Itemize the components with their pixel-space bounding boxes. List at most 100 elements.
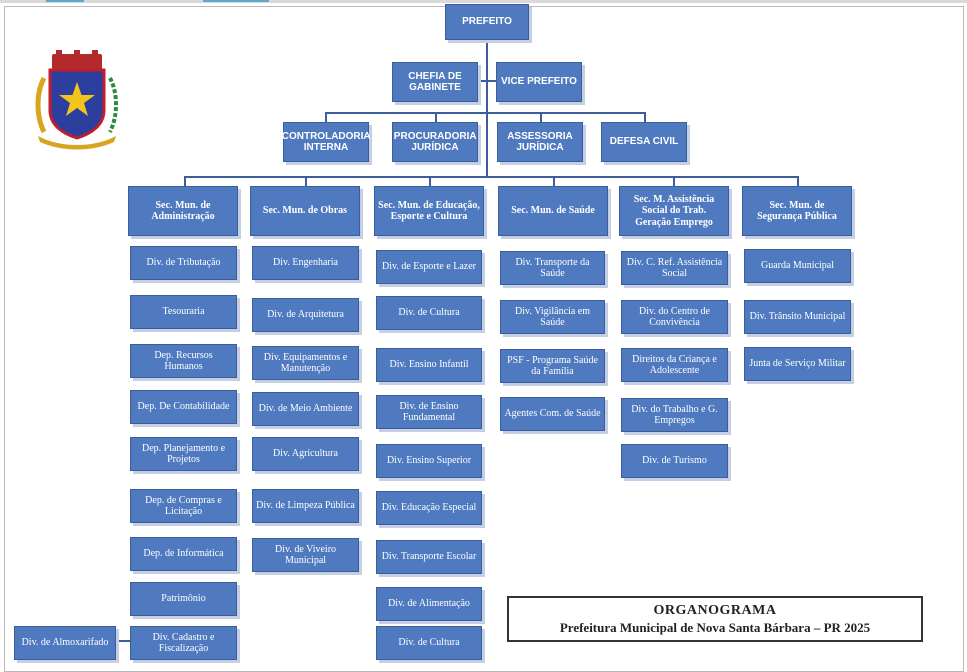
secretariat-header: Sec. M. Assistência Social do Trab. Gera… [619,186,729,236]
vice-mayor-label: VICE PREFEITO [501,76,577,88]
division-box: Tesouraria [130,295,237,329]
division-box: Dep. de Informática [130,537,237,571]
division-label: Div. de Esporte e Lazer [381,261,477,273]
division-box: Div. Transporte da Saúde [500,251,605,285]
division-label: Div. C. Ref. Assistência Social [626,256,723,280]
division-box: Agentes Com. de Saúde [500,397,605,431]
division-box: Div. Trânsito Municipal [744,300,851,334]
division-label: Dep. De Contabilidade [137,401,230,413]
connector-cabinet [478,80,496,82]
cabinet-label: CHEFIA DE GABINETE [408,70,462,94]
division-label: Tesouraria [162,306,205,318]
mayor-label: PREFEITO [462,16,512,28]
secretariat-label: Sec. M. Assistência Social do Trab. Gera… [633,193,715,228]
division-label: Junta de Serviço Militar [749,358,846,370]
division-box: Div. Agricultura [252,437,359,471]
division-box: Div. de Cultura [376,626,482,660]
connector-sec-4 [553,176,555,186]
secretariat-label: Sec. Mun. de Obras [262,205,348,217]
connector-sec-2 [305,176,307,186]
division-box: Junta de Serviço Militar [744,347,851,381]
division-box: Div. Educação Especial [376,491,482,525]
connector-sec-1 [184,176,186,186]
advisory-box: CONTROLADORIA INTERNA [282,122,371,162]
division-label: Div. Ensino Superior [386,455,472,467]
division-label: Div. de Limpeza Pública [256,500,355,512]
secretariat-label: Sec. Mun. de Educação, Esporte e Cultura [378,199,480,223]
division-box: Div. de Ensino Fundamental [376,395,482,429]
division-box: Dep. Recursos Humanos [130,344,237,378]
division-box: Direitos da Criança e Adolescente [621,348,728,382]
secretariat-header: Sec. Mun. de Segurança Pública [742,186,852,236]
coat-of-arms-icon [35,50,118,150]
division-box: Div. de Tributação [130,246,237,280]
secretariat-label: Sec. Mun. de Administração [151,199,215,223]
division-box: Patrimônio [130,582,237,616]
division-label: Div. Equipamentos e Manutenção [263,351,348,375]
division-label: Div. de Viveiro Municipal [274,543,337,567]
division-box: Div. Ensino Infantil [376,348,482,382]
division-label: Div. Transporte da Saúde [515,256,590,280]
division-box: Div. Transporte Escolar [376,540,482,574]
division-label: Div. de Cultura [398,307,460,319]
division-box: Div. de Alimentação [376,587,482,621]
division-box: Guarda Municipal [744,249,851,283]
connector-advisory-3 [540,112,542,122]
division-label: Guarda Municipal [760,260,835,272]
division-label: Div. Engenharia [273,257,338,269]
vice-mayor-box: VICE PREFEITO [496,62,582,102]
division-label: Div. Cadastro e Fiscalização [152,631,215,655]
division-label: Dep. de Informática [143,548,224,560]
division-box: Div. de Limpeza Pública [252,489,359,523]
division-label: Div. de Alimentação [388,598,470,610]
division-box: Div. do Centro de Convivência [621,300,728,334]
division-label: Div. de Arquitetura [267,309,344,321]
top-accent-left [46,0,84,2]
division-label: Dep. Planejamento e Projetos [141,442,226,466]
division-box: Div. de Almoxarifado [14,626,116,660]
division-label: Div. Vigilância em Saúde [515,305,590,329]
division-label: Direitos da Criança e Adolescente [632,353,717,377]
connector-advisory-1 [325,112,327,122]
page-frame [4,6,964,672]
division-label: Div. Trânsito Municipal [749,311,846,323]
division-label: Div. do Centro de Convivência [638,305,710,329]
division-label: Div. Agricultura [273,448,338,460]
division-label: Agentes Com. de Saúde [504,408,601,420]
division-box: Div. C. Ref. Assistência Social [621,251,728,285]
division-box: Div. Equipamentos e Manutenção [252,346,359,380]
division-box: Dep. Planejamento e Projetos [130,437,237,471]
advisory-label: DEFESA CIVIL [609,136,679,148]
division-label: Dep. Recursos Humanos [154,349,213,373]
division-label: PSF - Programa Saúde da Família [507,354,598,378]
secretariat-label: Sec. Mun. de Segurança Pública [757,199,837,223]
division-box: Div. de Turismo [621,444,728,478]
advisory-label: PROCURADORIA JURÍDICA [393,130,477,154]
division-box: Div. de Viveiro Municipal [252,538,359,572]
division-label: Dep. de Compras e Licitação [145,494,222,518]
connector-main-trunk [486,114,488,176]
connector-advisory-bar [325,112,645,114]
division-label: Div. de Meio Ambiente [258,403,353,415]
division-label: Div. do Trabalho e G. Empregos [631,403,718,427]
secretariat-header: Sec. Mun. de Educação, Esporte e Cultura [374,186,484,236]
chart-title: ORGANOGRAMA [653,603,777,618]
division-box: Div. de Cultura [376,296,482,330]
connector-sec-3 [429,176,431,186]
division-box: Div. do Trabalho e G. Empregos [621,398,728,432]
connector-secretariat-bar [184,176,798,178]
chart-subtitle: Prefeitura Municipal de Nova Santa Bárba… [559,620,871,635]
advisory-box: ASSESSORIA JURÍDICA [497,122,583,162]
division-box: Div. Vigilância em Saúde [500,300,605,334]
advisory-box: PROCURADORIA JURÍDICA [392,122,478,162]
mayor-box: PREFEITO [445,4,529,40]
connector-sec-6 [797,176,799,186]
division-box: Div. Engenharia [252,246,359,280]
connector-mayor [486,40,488,112]
cabinet-box: CHEFIA DE GABINETE [392,62,478,102]
chart-title-box: ORGANOGRAMA Prefeitura Municipal de Nova… [507,596,923,642]
division-box: Dep. De Contabilidade [130,390,237,424]
division-box: PSF - Programa Saúde da Família [500,349,605,383]
division-label: Div. de Cultura [398,637,460,649]
